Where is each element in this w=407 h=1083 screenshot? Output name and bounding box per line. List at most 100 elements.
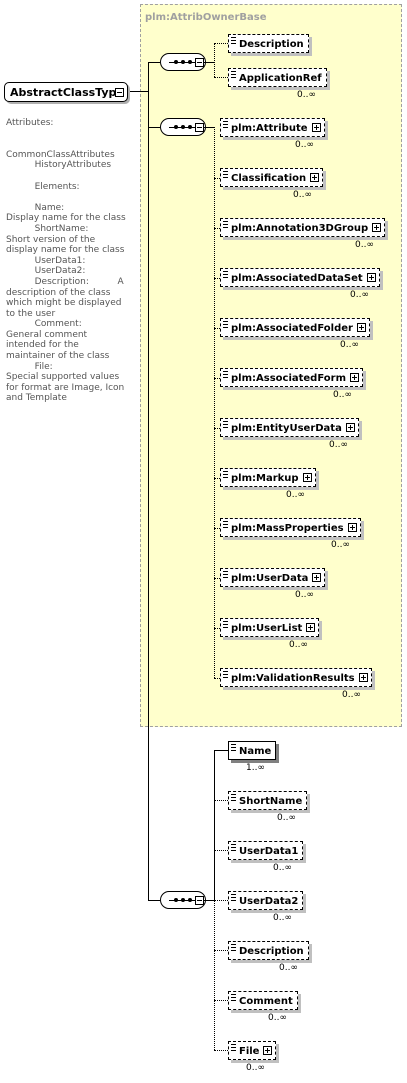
sequence-2-collapse-icon[interactable]	[195, 123, 204, 132]
element-label: plm:Annotation3DGroup	[231, 223, 369, 234]
element-plm-userdata[interactable]: plm:UserData	[220, 568, 326, 587]
element-plm-associatedfolder[interactable]: plm:AssociatedFolder	[220, 318, 370, 337]
element-comment[interactable]: Comment	[228, 991, 298, 1010]
trunk-branch-1	[148, 62, 160, 63]
element-label: plm:Attribute	[231, 123, 308, 134]
element-label: UserData2	[239, 896, 299, 907]
element-label: ShortName	[239, 796, 303, 807]
element-lines-icon	[223, 671, 228, 678]
element-name[interactable]: Name	[228, 741, 277, 760]
group2-link-10	[214, 578, 220, 579]
cardinality-label: 1..∞	[246, 763, 265, 773]
expand-icon[interactable]	[372, 223, 382, 232]
group2-link-3	[214, 228, 220, 229]
cardinality-label: 0..∞	[342, 690, 361, 700]
element-lines-icon	[223, 371, 228, 378]
element-userdata2[interactable]: UserData2	[228, 891, 304, 910]
cardinality-label: 0..∞	[333, 390, 352, 400]
element-lines-icon	[231, 37, 236, 44]
expand-icon[interactable]	[263, 1046, 273, 1055]
expand-icon[interactable]	[310, 173, 320, 182]
root-trunk-line	[148, 62, 149, 901]
sequence-1-collapse-icon[interactable]	[195, 58, 204, 67]
group2-link-12	[214, 678, 220, 679]
element-label: plm:UserList	[231, 623, 303, 634]
group2-link-9	[214, 528, 220, 529]
expand-icon[interactable]	[345, 423, 355, 432]
element-plm-associatedform[interactable]: plm:AssociatedForm	[220, 368, 363, 387]
element-lines-icon	[223, 271, 228, 278]
element-label: Classification	[231, 173, 307, 184]
cardinality-label: 0..∞	[273, 913, 292, 923]
element-plm-massproperties[interactable]: plm:MassProperties	[220, 518, 361, 537]
element-description[interactable]: Description	[228, 34, 309, 53]
element-lines-icon	[231, 944, 236, 951]
element-lines-icon	[223, 221, 228, 228]
expand-icon[interactable]	[358, 673, 368, 682]
expand-icon[interactable]	[356, 323, 366, 332]
element-plm-validationresults[interactable]: plm:ValidationResults	[220, 668, 372, 687]
collapse-icon[interactable]	[115, 88, 124, 97]
group3-link-7	[214, 1050, 228, 1051]
element-plm-annotation3dgroup[interactable]: plm:Annotation3DGroup	[220, 218, 386, 237]
element-lines-icon	[223, 321, 228, 328]
cardinality-label: 0..∞	[340, 340, 359, 350]
element-lines-icon	[223, 621, 228, 628]
element-shortname[interactable]: ShortName	[228, 791, 308, 810]
element-applicationref[interactable]: ApplicationRef	[228, 68, 327, 87]
cardinality-label: 0..∞	[355, 240, 374, 250]
element-plm-attribute[interactable]: plm:Attribute	[220, 118, 325, 137]
element-label: Description	[239, 946, 304, 957]
root-connector	[128, 91, 148, 92]
element-description[interactable]: Description	[228, 941, 309, 960]
sequence-compositor-2	[160, 118, 206, 136]
element-label: plm:AssociatedForm	[231, 373, 346, 384]
root-element-label: AbstractClassType	[10, 86, 124, 99]
group2-stub	[204, 127, 214, 128]
expand-icon[interactable]	[350, 373, 359, 382]
cardinality-label: 0..∞	[273, 863, 292, 873]
element-lines-icon	[223, 421, 228, 428]
cardinality-label: 0..∞	[331, 540, 350, 550]
sequence-3-collapse-icon[interactable]	[195, 896, 204, 905]
expand-icon[interactable]	[366, 273, 376, 282]
group3-link-2	[214, 800, 228, 801]
element-plm-entityuserdata[interactable]: plm:EntityUserData	[220, 418, 359, 437]
element-label: plm:AssociatedDataSet	[231, 273, 363, 284]
element-label: plm:AssociatedFolder	[231, 323, 353, 334]
cardinality-label: 0..∞	[329, 440, 348, 450]
element-label: plm:UserData	[231, 573, 309, 584]
trunk-branch-3	[148, 900, 160, 901]
cardinality-label: 0..∞	[293, 190, 312, 200]
extension-base-title: plm:AttribOwnerBase	[145, 12, 267, 23]
root-element-abstractclasstype[interactable]: AbstractClassType	[4, 82, 128, 102]
cardinality-label: 0..∞	[268, 1013, 287, 1023]
cardinality-label: 0..∞	[297, 90, 316, 100]
group2-link-8	[214, 478, 220, 479]
expand-icon[interactable]	[312, 573, 322, 582]
group2-link-7	[214, 428, 220, 429]
element-label: Comment	[239, 996, 293, 1007]
element-lines-icon	[223, 471, 228, 478]
expand-icon[interactable]	[302, 473, 312, 482]
element-lines-icon	[223, 121, 228, 128]
element-lines-icon	[231, 844, 236, 851]
group2-link-6	[214, 378, 220, 379]
group3-link-5	[214, 950, 228, 951]
element-plm-associateddataset[interactable]: plm:AssociatedDataSet	[220, 268, 380, 287]
element-file[interactable]: File	[228, 1041, 277, 1060]
group3-link-3	[214, 850, 228, 851]
element-userdata1[interactable]: UserData1	[228, 841, 304, 860]
expand-icon[interactable]	[306, 623, 316, 632]
element-plm-markup[interactable]: plm:Markup	[220, 468, 316, 487]
element-label: plm:ValidationResults	[231, 673, 355, 684]
element-classification[interactable]: Classification	[220, 168, 324, 187]
group1-bracket	[214, 43, 215, 77]
trunk-branch-2	[148, 127, 160, 128]
expand-icon[interactable]	[347, 523, 357, 532]
element-label: UserData1	[239, 846, 299, 857]
expand-icon[interactable]	[311, 123, 321, 132]
group1-stub	[204, 62, 214, 63]
element-plm-userlist[interactable]: plm:UserList	[220, 618, 320, 637]
group3-link-6	[214, 1000, 228, 1001]
